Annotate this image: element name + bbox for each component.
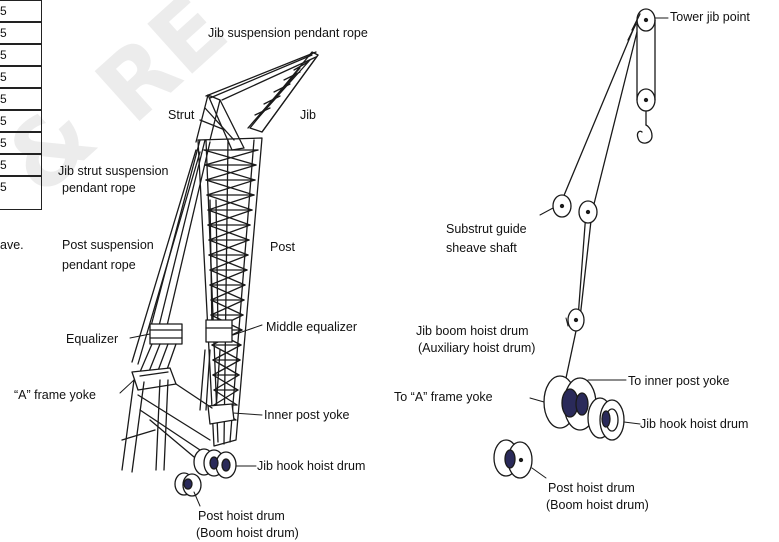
label-jib-strut-suspension-2: pendant rope	[62, 181, 136, 195]
jib-structure	[205, 51, 319, 133]
label-tower-jib-point: Tower jib point	[670, 10, 750, 24]
label-cut-text: ave.	[0, 238, 24, 252]
label-to-a-frame-yoke: To “A” frame yoke	[394, 390, 493, 404]
table-cell: 5	[0, 66, 42, 88]
suspension-ropes-left	[131, 139, 221, 411]
equalizers-left	[139, 319, 233, 379]
label-jib-strut-suspension: Jib strut suspension	[58, 164, 169, 178]
strut-structure	[195, 94, 245, 151]
partial-table: 5 5 5 5 5 5 5 5 5	[0, 0, 42, 210]
label-post-suspension-2: pendant rope	[62, 258, 136, 272]
post-mast	[197, 137, 263, 447]
label-post-hoist-drum-right-2: (Boom hoist drum)	[546, 498, 649, 512]
label-jib-suspension-pendant-rope: Jib suspension pendant rope	[208, 26, 368, 40]
label-post: Post	[270, 240, 296, 254]
table-cell: 5	[0, 154, 42, 176]
label-jib-boom-hoist-drum-2: (Auxiliary hoist drum)	[418, 341, 536, 355]
leaders-right	[529, 17, 669, 479]
label-post-suspension: Post suspension	[62, 238, 154, 252]
label-strut: Strut	[168, 108, 195, 122]
table-cell: 5	[0, 132, 42, 154]
label-a-frame-yoke: “A” frame yoke	[14, 388, 96, 402]
label-substrut-guide: Substrut guide	[446, 222, 527, 236]
table-cell: 5	[0, 44, 42, 66]
label-substrut-guide-2: sheave shaft	[446, 241, 517, 255]
table-cell: 5	[0, 22, 42, 44]
label-post-hoist-drum-right: Post hoist drum	[548, 481, 635, 495]
label-equalizer: Equalizer	[66, 332, 119, 346]
table-cell: 5	[0, 0, 42, 22]
leaders-left	[119, 324, 263, 507]
label-jib: Jib	[300, 108, 316, 122]
label-to-inner-post-yoke: To inner post yoke	[628, 374, 730, 388]
label-post-hoist-drum: Post hoist drum	[198, 509, 285, 523]
table-cell: 5	[0, 176, 42, 210]
label-post-hoist-drum-2: (Boom hoist drum)	[196, 526, 299, 540]
reeving-diagram	[493, 8, 656, 479]
label-jib-boom-hoist-drum: Jib boom hoist drum	[416, 324, 529, 338]
drums-left	[174, 448, 237, 497]
label-jib-hook-hoist-drum-right: Jib hook hoist drum	[640, 417, 749, 431]
label-middle-equalizer: Middle equalizer	[266, 320, 358, 334]
inner-post-yoke-left	[175, 383, 235, 425]
table-cell: 5	[0, 88, 42, 110]
label-inner-post-yoke: Inner post yoke	[264, 408, 350, 422]
label-jib-hook-hoist-drum: Jib hook hoist drum	[257, 459, 366, 473]
table-cell: 5	[0, 110, 42, 132]
